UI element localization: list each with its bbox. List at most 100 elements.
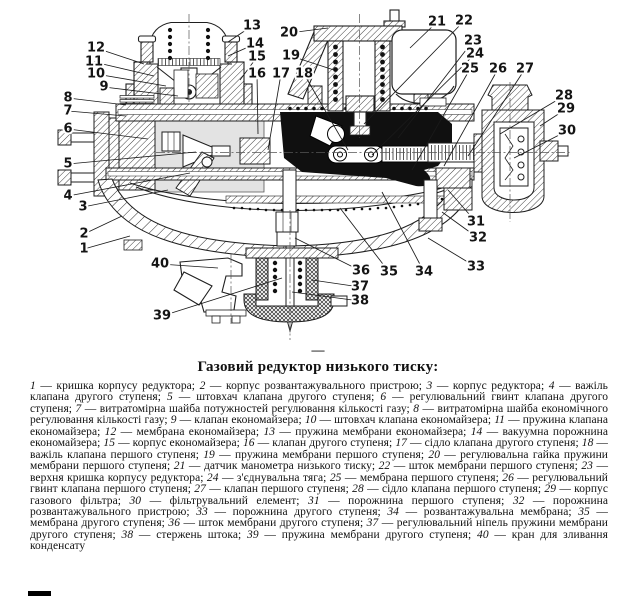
legend-item-number: 33: [196, 505, 208, 518]
legend-item-number: 20: [428, 448, 440, 461]
legend-item-number: 2: [199, 380, 206, 392]
legend-item-number: 34: [387, 505, 399, 518]
reducer-cross-section-drawing: 1234567891011121314151617181920212223242…: [57, 9, 578, 340]
callout-number-39: 39: [153, 309, 171, 324]
legend-item-number: 9: [170, 414, 177, 427]
callout-number-32: 32: [469, 231, 487, 246]
legend-item-number: 29: [544, 483, 557, 496]
legend-item-number: 7: [75, 402, 82, 415]
legend-item-number: 23: [581, 460, 593, 473]
callout-number-37: 37: [351, 280, 369, 295]
legend-item-number: 17: [395, 437, 407, 450]
callout-number-40: 40: [151, 257, 169, 272]
legend-item-number: 18: [581, 437, 594, 450]
callout-number-14: 14: [246, 37, 264, 52]
callout-number-38: 38: [351, 294, 369, 309]
callout-number-30: 30: [558, 124, 576, 139]
callout-number-21: 21: [428, 15, 446, 30]
callout-number-33: 33: [467, 260, 485, 275]
callout-leader-line: [103, 86, 179, 97]
callout-number-7: 7: [63, 104, 72, 119]
legend-item-number: 31: [308, 494, 320, 507]
legend-item-number: 4: [548, 380, 555, 392]
callout-leader-line: [411, 68, 471, 171]
callout-number-10: 10: [87, 67, 105, 82]
legend-item-number: 37: [366, 517, 379, 530]
callout-leader-line: [339, 207, 390, 273]
callout-leader-line: [227, 25, 253, 43]
legend-item-number: 32: [512, 494, 525, 507]
legend-item-number: 36: [168, 517, 180, 530]
legend-item-number: 8: [413, 402, 420, 415]
callout-leader-line: [291, 291, 361, 302]
legend-item-number: 26: [502, 471, 514, 484]
callout-leader-line: [239, 56, 258, 81]
callout-number-24: 24: [466, 47, 484, 62]
callout-number-27: 27: [516, 62, 534, 77]
callout-number-25: 25: [461, 62, 479, 77]
callout-leader-line: [82, 189, 169, 208]
callout-leader-line: [227, 43, 256, 57]
callout-leader-line: [363, 20, 465, 125]
callout-leader-line: [443, 68, 499, 167]
callout-number-6: 6: [63, 122, 72, 137]
callout-leader-line: [83, 235, 131, 250]
callout-number-12: 12: [87, 41, 105, 56]
callout-leader-line: [67, 97, 127, 106]
callout-leader-line: [67, 110, 127, 117]
callout-number-3: 3: [78, 200, 87, 215]
callout-leader-line: [159, 263, 219, 269]
legend-item-number: 39: [247, 528, 259, 541]
legend-item-number: 10: [304, 414, 317, 427]
legend-item-number: 30: [129, 494, 142, 507]
callout-leader-line: [381, 191, 425, 273]
callout-number-36: 36: [352, 264, 370, 279]
callout-number-29: 29: [557, 102, 575, 117]
legend-item-number: 28: [352, 483, 364, 496]
drain-cock: [173, 257, 247, 324]
callout-leader-line: [397, 40, 474, 139]
callout-number-13: 13: [243, 19, 261, 34]
legend-item-number: 6: [380, 391, 387, 404]
callout-number-1: 1: [79, 242, 88, 257]
lower-spring-chamber: [243, 247, 348, 323]
callout-number-18: 18: [295, 67, 313, 82]
callout-number-11: 11: [85, 55, 103, 70]
callout-leader-line: [256, 73, 259, 135]
callout-number-26: 26: [489, 62, 507, 77]
legend-item-number: 22: [378, 460, 391, 473]
callout-number-34: 34: [415, 265, 433, 280]
legend-item-number: 25: [329, 471, 342, 484]
legend-item-number: 15: [103, 437, 116, 450]
figure-title: Газовий редуктор низького тиску:: [197, 359, 439, 375]
legend-item-number: 27: [194, 483, 206, 496]
callout-leader-line: [67, 151, 197, 165]
callout-number-17: 17: [272, 67, 290, 82]
callout-number-5: 5: [63, 157, 72, 172]
callout-number-31: 31: [467, 215, 485, 230]
callout-leader-line: [311, 279, 361, 288]
callout-number-22: 22: [455, 14, 473, 29]
lower-spring-icon: [272, 260, 303, 294]
legend-item-number: 11: [494, 414, 505, 427]
legend-text: 1 — кришка корпусу редуктора; 2 — корпус…: [30, 380, 609, 553]
legend-item-number: 21: [173, 460, 186, 473]
legend-item-number: 1: [30, 380, 36, 392]
callout-leader-line: [290, 55, 335, 71]
legend-item-number: 12: [104, 425, 117, 438]
section-separator-dash: —: [311, 342, 325, 357]
center-lines: [156, 14, 572, 340]
callout-leader-line: [161, 277, 283, 317]
callout-leader-line: [303, 73, 349, 151]
legend-item-number: 40: [477, 528, 489, 541]
callout-leader-line: [267, 73, 282, 151]
legend-item-number: 13: [263, 425, 276, 438]
legend-item-number: 3: [426, 380, 433, 392]
callout-leader-line: [294, 237, 362, 272]
legend-item-number: 19: [203, 448, 215, 461]
callout-number-20: 20: [280, 26, 298, 41]
callout-leader-line: [441, 211, 479, 239]
economizer-spring-icon: [167, 27, 211, 61]
legend-item-number: 5: [166, 391, 173, 404]
gauge-sensor-body: [391, 29, 457, 107]
